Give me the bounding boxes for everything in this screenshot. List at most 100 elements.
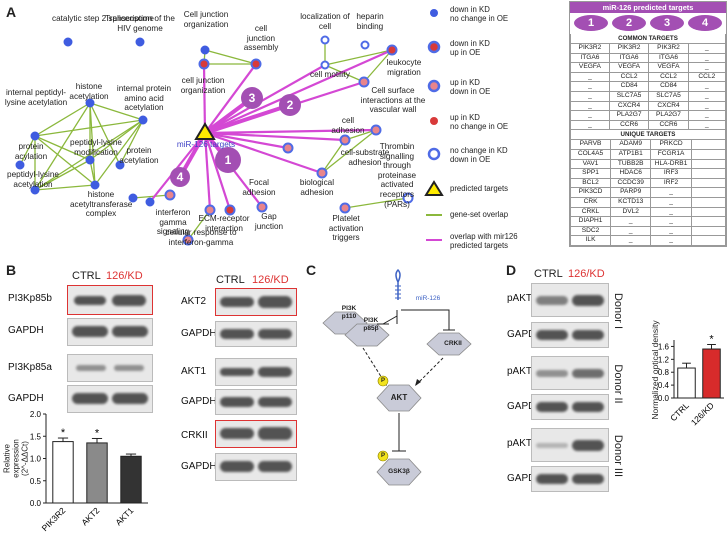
legend-item: no change in KD down in OE <box>450 146 508 164</box>
table-cell: VEGFA <box>608 62 650 73</box>
blot-label: GAPDH <box>507 401 543 412</box>
panel-label-c: C <box>306 262 317 278</box>
table-cell: _ <box>687 110 727 121</box>
table-cell <box>690 187 727 198</box>
node-label: cell junction assembly <box>243 24 279 53</box>
node-label: Transcription of the HIV genome <box>105 14 175 33</box>
table-cell: PIK3R2 <box>570 43 610 54</box>
table-cell: _ <box>650 206 692 218</box>
table-cell: _ <box>610 216 652 227</box>
table-cell: BCL2 <box>569 177 612 189</box>
blot-gapdh <box>531 322 609 348</box>
table-cell: _ <box>687 81 727 92</box>
table-cell: PARVB <box>569 139 612 150</box>
donor-label: Donor II <box>612 364 624 404</box>
table-row: ILK__ <box>569 235 727 246</box>
table-cell: HLA-DRB1 <box>650 158 692 170</box>
table-cell: _ <box>687 43 727 54</box>
blot-pi3kp85b <box>67 285 153 315</box>
y-tick-label: 0.4 <box>658 381 670 390</box>
bar <box>677 367 696 399</box>
common-targets-heading: COMMON TARGETS <box>570 34 726 43</box>
table-cell: _ <box>687 100 727 112</box>
table-cell: IRF2 <box>650 177 692 189</box>
y-tick-label: 0.8 <box>658 368 670 377</box>
table-column-headers: 1 2 3 4 <box>570 13 726 34</box>
node-label: protein acetylation <box>119 146 159 165</box>
column-header: 2 <box>612 15 646 31</box>
table-cell: _ <box>570 110 610 121</box>
y-tick-label: 1.6 <box>658 342 670 351</box>
blot-label: GAPDH <box>507 473 543 484</box>
b-right-ctrl-label: CTRL <box>216 274 245 286</box>
y-tick-label: 1.0 <box>30 455 42 464</box>
node-label: localization of cell <box>300 12 350 31</box>
blot-pakt <box>531 356 609 390</box>
table-cell: ITGA6 <box>570 52 610 64</box>
table-cell: _ <box>650 216 692 227</box>
cluster-circle-3: 3 <box>249 91 256 105</box>
table-cell: CCDC39 <box>610 177 652 189</box>
node-label: ECM-receptor interaction <box>198 214 250 233</box>
table-cell <box>690 216 727 227</box>
node-label: internal peptidyl-lysine acetylation <box>4 88 68 107</box>
node-label: Cell junction organization <box>183 10 229 29</box>
blot-label: CRKII <box>181 430 208 441</box>
blot-pakt <box>531 283 609 317</box>
legend-item: up in KD down in OE <box>450 78 491 96</box>
column-header: 4 <box>688 15 722 31</box>
legend-item: up in KD no change in OE <box>450 113 509 131</box>
table-cell: CRKL <box>569 206 612 218</box>
bar <box>52 441 74 504</box>
bar <box>702 348 721 399</box>
gsk3b-label: GSK3β <box>388 468 410 475</box>
blot-label: GAPDH <box>181 396 217 407</box>
table-cell: _ <box>610 225 652 237</box>
table-cell: PLA2G7 <box>648 110 689 121</box>
node-label: biological adhesion <box>299 178 335 197</box>
blot-label: AKT2 <box>181 296 207 307</box>
pathway-diagram <box>322 268 472 486</box>
table-cell <box>690 148 727 160</box>
node-label: histone acetylation <box>69 82 109 101</box>
table-row: SDC2__ <box>569 225 727 237</box>
blot-label: PI3Kp85b <box>8 293 52 304</box>
table-cell: _ <box>570 90 610 102</box>
table-cell: _ <box>650 196 692 208</box>
table-cell: CCR6 <box>608 119 650 131</box>
table-cell: TUBB2B <box>610 158 652 170</box>
table-cell <box>690 235 727 246</box>
table-cell <box>690 177 727 189</box>
node-label: Cell surface interactions at the vascula… <box>360 86 426 115</box>
node-label: Platelet activation triggers <box>328 214 364 243</box>
blot-gapdh <box>67 385 153 413</box>
table-cell: CD84 <box>648 81 689 92</box>
table-cell: _ <box>650 235 692 246</box>
blot-label: GAPDH <box>507 329 543 340</box>
table-cell <box>690 206 727 218</box>
blot-gapdh <box>215 389 297 415</box>
table-cell: _ <box>610 235 652 246</box>
table-cell: VEGFA <box>648 62 689 73</box>
node-label: cell-substrate adhesion <box>340 148 390 167</box>
table-cell: ITGA6 <box>648 52 689 64</box>
y-tick-label: 0.0 <box>30 499 42 508</box>
legend-item: gene-set overlap <box>450 210 509 219</box>
blot-gapdh <box>531 394 609 420</box>
table-cell: _ <box>687 119 727 131</box>
table-cell: KCTD13 <box>610 196 652 208</box>
d-kd-label: 126/KD <box>568 268 605 280</box>
pi3k-p110-label: PI3K p110 <box>341 305 357 320</box>
